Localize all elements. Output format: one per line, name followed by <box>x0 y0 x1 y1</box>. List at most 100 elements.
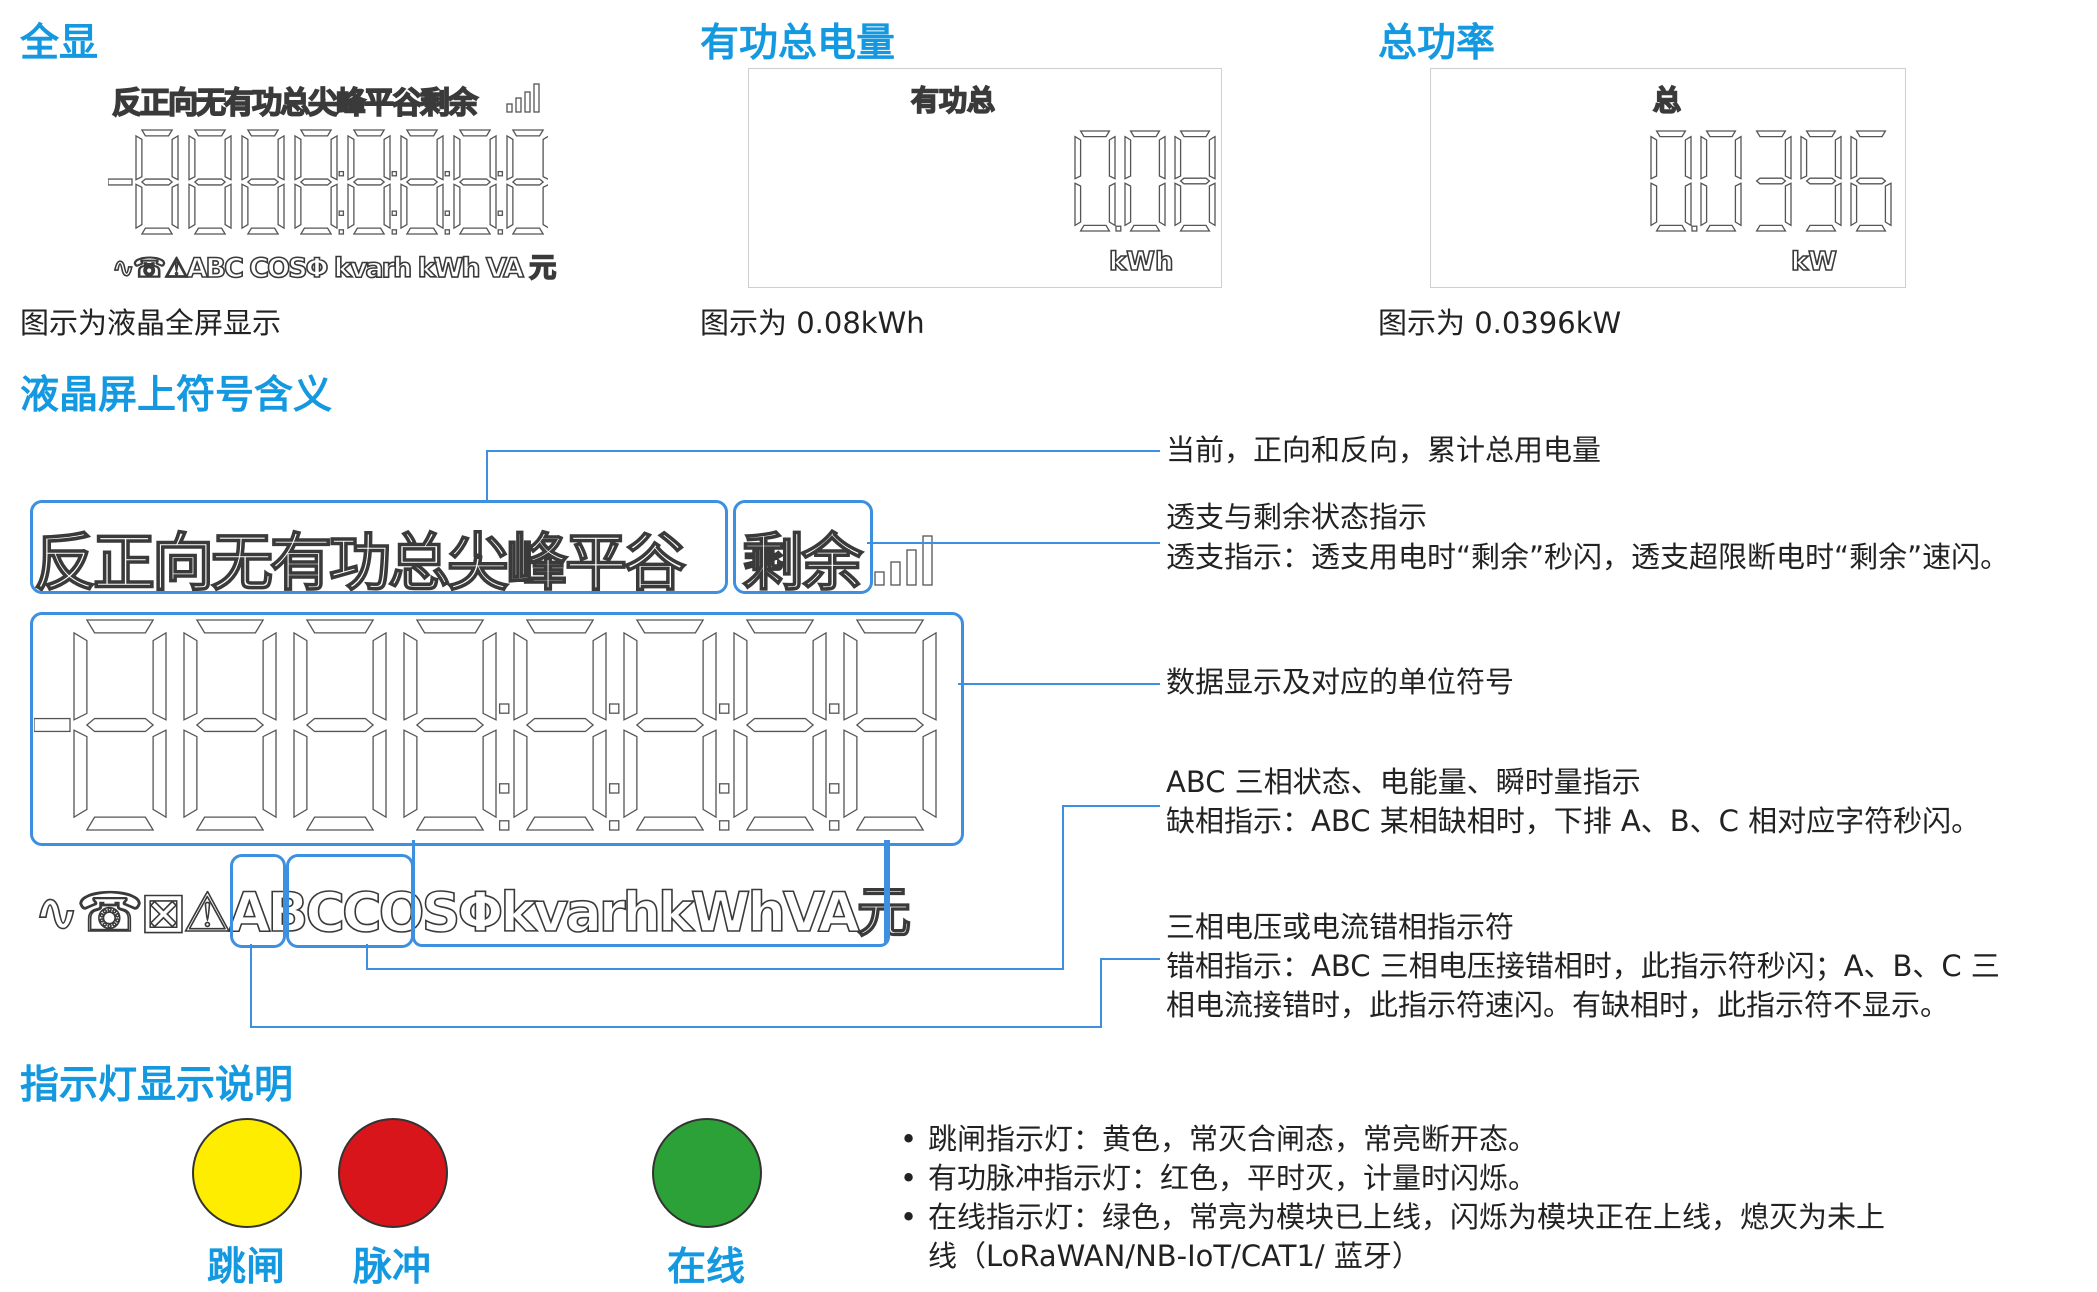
highlight-units-frame <box>412 840 890 947</box>
digit-segment <box>525 619 595 634</box>
online-label: 在线 <box>666 1245 745 1290</box>
digit-segment <box>1179 224 1211 232</box>
decimal-point <box>608 820 620 831</box>
digit-segment <box>135 183 143 230</box>
digit-segment <box>922 729 937 819</box>
digit-segment <box>372 631 387 721</box>
digit-segment <box>293 631 308 721</box>
bullet-pulse: 有功脉冲指示灯：红色，平时灭，计量时闪烁。 <box>928 1161 1538 1195</box>
decimal-point <box>608 703 620 714</box>
digit-segment <box>195 619 265 634</box>
decimal-point <box>338 170 345 177</box>
digit-segment <box>152 631 167 721</box>
caption-total-power: 图示为 0.0396kW <box>1378 306 1622 340</box>
digit-segment <box>1705 224 1737 232</box>
digit-segment <box>193 227 227 235</box>
digit-segment <box>1179 177 1211 185</box>
digit-segment <box>195 717 265 733</box>
digit-segment <box>152 729 167 819</box>
digit-segment <box>511 178 545 186</box>
decimal-point <box>828 783 840 794</box>
digit-segment <box>1755 224 1787 232</box>
decimal-point <box>498 820 510 831</box>
digit-segment <box>224 183 232 230</box>
note-remaining-title: 透支与剩余状态指示 <box>1166 500 1428 534</box>
note-phase-title: 三相电压或电流错相指示符 <box>1166 910 1515 944</box>
digit-segment <box>453 134 461 181</box>
digit-segment <box>1158 182 1166 227</box>
digit-segment <box>383 183 391 230</box>
digit-segment <box>1705 130 1737 138</box>
digit-segment <box>140 227 174 235</box>
digit-segment <box>506 183 514 230</box>
digit-segment <box>922 631 937 721</box>
digit-segment <box>171 134 179 181</box>
digit-segment <box>1855 130 1887 138</box>
connector-5v2 <box>1100 958 1102 1028</box>
lcd-active-label: 有功总 <box>910 83 996 118</box>
digit-segment <box>188 183 196 230</box>
minus-sign <box>34 717 71 733</box>
wave-icon: ∿ <box>111 252 135 285</box>
digit-segment <box>183 729 198 819</box>
digit-segment <box>347 183 355 230</box>
lcd-active-value <box>1074 130 1216 232</box>
note-abc-title: ABC 三相状态、电能量、瞬时量指示 <box>1166 765 1641 799</box>
signal-bars-icon <box>506 83 540 113</box>
digit-segment <box>733 631 748 721</box>
digit-segment <box>195 816 265 831</box>
digit-segment <box>489 134 497 181</box>
digit-segment <box>1124 135 1132 180</box>
lcd-power-value <box>1650 130 1892 232</box>
lcd-full-units: ABC COSΦ kvarh kWh VA 元 <box>186 252 557 285</box>
highlight-energy-labels <box>30 500 728 594</box>
digit-segment <box>745 717 815 733</box>
digit-segment <box>458 129 492 137</box>
big-phone-icon: ☏ <box>75 880 144 945</box>
digit-segment <box>702 729 717 819</box>
bullet-online: 在线指示灯：绿色，常亮为模块已上线，闪烁为模块正在上线，熄灭为未上 <box>928 1200 1886 1234</box>
digit-segment <box>623 631 638 721</box>
decimal-point <box>497 210 504 216</box>
connector-4h <box>366 968 1064 970</box>
digit-segment <box>305 717 375 733</box>
trip-label: 跳闸 <box>206 1245 285 1290</box>
trip-light <box>192 1118 302 1228</box>
digit-segment <box>400 183 408 230</box>
digit-segment <box>1884 182 1892 227</box>
digit-segment <box>405 227 439 235</box>
digit-segment <box>458 227 492 235</box>
heading-symbols: 液晶屏上符号含义 <box>20 373 333 418</box>
digit-segment <box>330 134 338 181</box>
decimal-point <box>338 229 345 235</box>
lcd-power-unit: kW <box>1790 246 1838 278</box>
digit-segment <box>299 129 333 137</box>
digit-segment <box>347 134 355 181</box>
digit-segment <box>733 729 748 819</box>
digit-segment <box>482 631 497 721</box>
decimal-point <box>391 229 398 235</box>
heading-active-energy: 有功总电量 <box>700 21 896 66</box>
digit-segment <box>1855 224 1887 232</box>
decimal-point <box>828 820 840 831</box>
decimal-point <box>498 783 510 794</box>
digit-segment <box>293 729 308 819</box>
digit-segment <box>330 183 338 230</box>
digit-segment <box>224 134 232 181</box>
digit-segment <box>415 816 485 831</box>
lcd-total-power: 总 kW <box>1430 68 1906 288</box>
digit-segment <box>372 729 387 819</box>
digit-segment <box>1650 135 1658 180</box>
digit-segment <box>85 717 155 733</box>
digit-segment <box>73 729 88 819</box>
digit-segment <box>352 178 386 186</box>
connector-1h <box>486 450 1160 452</box>
decimal-point <box>498 703 510 714</box>
decimal-point <box>497 170 504 177</box>
digit-segment <box>1079 224 1111 232</box>
highlight-remaining <box>733 500 873 594</box>
note-remaining-desc: 透支指示：透支用电时“剩余”秒闪，透支超限断电时“剩余”速闪。 <box>1166 540 2010 574</box>
digit-segment <box>1655 224 1687 232</box>
connector-4v <box>366 944 368 970</box>
digit-segment <box>745 816 815 831</box>
